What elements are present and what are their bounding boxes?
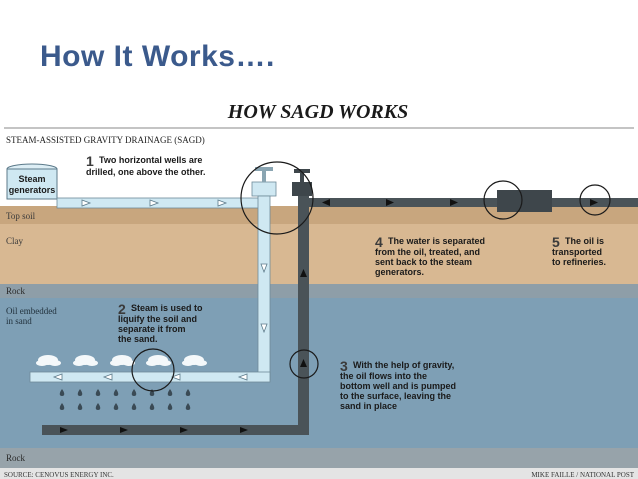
step-5-line-3: to refineries. <box>552 257 606 267</box>
step-3-line-5: sand in place <box>340 401 397 411</box>
footer-band <box>0 468 638 479</box>
oil-drops <box>59 389 191 410</box>
circle-step-5 <box>579 184 611 216</box>
sagd-figure: HOW SAGD WORKS STEAM-ASSISTED GRAVITY DR… <box>0 92 638 479</box>
clay-layer <box>0 224 638 284</box>
layer-label-top-soil: Top soil <box>6 211 36 221</box>
circle-step-4 <box>483 180 523 220</box>
steam-box-label-2: generators <box>9 185 56 195</box>
steam-well-vertical <box>257 195 271 381</box>
step-2-line-4: the sand. <box>118 334 158 344</box>
step-1: 1 Two horizontal wells are drilled, one … <box>86 153 206 177</box>
step-3-line-1: With the help of gravity, <box>353 360 454 370</box>
step-3-line-3: bottom well and is pumped <box>340 381 456 391</box>
oil-well-vertical <box>298 196 309 434</box>
oil-drop <box>167 403 173 410</box>
highlight-circles <box>131 161 611 392</box>
separator-unit <box>497 190 552 212</box>
oil-drop <box>185 403 191 410</box>
step-3-number: 3 <box>340 358 348 374</box>
step-4-line-2: from the oil, treated, and <box>375 247 480 257</box>
layer-label-oil-sand-1: Oil embedded <box>6 306 57 316</box>
step-5: 5 The oil is transported to refineries. <box>552 234 606 267</box>
step-4-line-1: The water is separated <box>388 236 485 246</box>
step-3-line-4: to the surface, leaving the <box>340 391 451 401</box>
step-1-line-2: drilled, one above the other. <box>86 167 206 177</box>
circle-step-2 <box>131 348 175 392</box>
step-2-line-3: separate it from <box>118 324 186 334</box>
step-5-line-1: The oil is <box>565 236 604 246</box>
steam-wellhead <box>251 167 277 197</box>
step-1-number: 1 <box>86 153 94 169</box>
step-2: 2 Steam is used to liquify the soil and … <box>118 301 203 344</box>
rock-layer <box>0 284 638 298</box>
circle-step-3 <box>289 349 319 379</box>
oil-drop <box>167 389 173 396</box>
step-1-line-1: Two horizontal wells are <box>99 155 202 165</box>
oil-drop <box>77 389 83 396</box>
steam-flow-arrows <box>52 199 268 381</box>
oil-drop <box>95 403 101 410</box>
oil-drop <box>77 403 83 410</box>
step-5-number: 5 <box>552 234 560 250</box>
circle-step-1 <box>240 161 314 235</box>
steam-generators: Steam generators <box>6 163 58 200</box>
step-4-line-3: sent back to the steam <box>375 257 472 267</box>
figure-source: SOURCE: CENOVUS ENERGY INC. <box>4 471 114 479</box>
oil-drop <box>59 403 65 410</box>
step-3: 3 With the help of gravity, the oil flow… <box>340 358 456 411</box>
oil-drop <box>95 389 101 396</box>
oil-drop <box>113 389 119 396</box>
layer-label-clay: Clay <box>6 236 23 246</box>
layer-label-bottom-rock: Rock <box>6 453 25 463</box>
figure-subtitle: STEAM-ASSISTED GRAVITY DRAINAGE (SAGD) <box>6 135 205 145</box>
step-4: 4 The water is separated from the oil, t… <box>375 234 485 277</box>
water-return-arrows <box>322 199 330 206</box>
figure-credit: MIKE FAILLE / NATIONAL POST <box>531 471 634 479</box>
top-soil-layer <box>0 206 638 224</box>
oil-drop <box>149 403 155 410</box>
slide-title: How It Works…. <box>40 40 275 73</box>
oil-drop <box>131 403 137 410</box>
steam-clouds <box>36 355 207 366</box>
oil-drop <box>185 389 191 396</box>
step-2-line-2: liquify the soil and <box>118 314 197 324</box>
step-3-line-2: the oil flows into the <box>340 371 427 381</box>
step-4-number: 4 <box>375 234 383 250</box>
bottom-rock-layer <box>0 448 638 468</box>
surface-oil-pipe <box>305 198 638 207</box>
layer-label-rock: Rock <box>6 286 25 296</box>
steam-well-horizontal <box>29 371 271 383</box>
step-5-line-2: transported <box>552 247 602 257</box>
oil-drop <box>131 389 137 396</box>
oil-drop <box>113 403 119 410</box>
figure-title: HOW SAGD WORKS <box>227 101 408 123</box>
oil-well-horizontal <box>42 425 309 435</box>
oil-drop <box>59 389 65 396</box>
steam-box-label-1: Steam <box>18 174 45 184</box>
step-4-line-4: generators. <box>375 267 424 277</box>
step-2-line-1: Steam is used to <box>131 303 203 313</box>
sagd-diagram: HOW SAGD WORKS STEAM-ASSISTED GRAVITY DR… <box>0 92 638 479</box>
step-2-number: 2 <box>118 301 126 317</box>
layer-label-oil-sand-2: in sand <box>6 316 32 326</box>
oil-flow-arrows <box>60 199 598 433</box>
oil-wellhead <box>292 169 312 196</box>
